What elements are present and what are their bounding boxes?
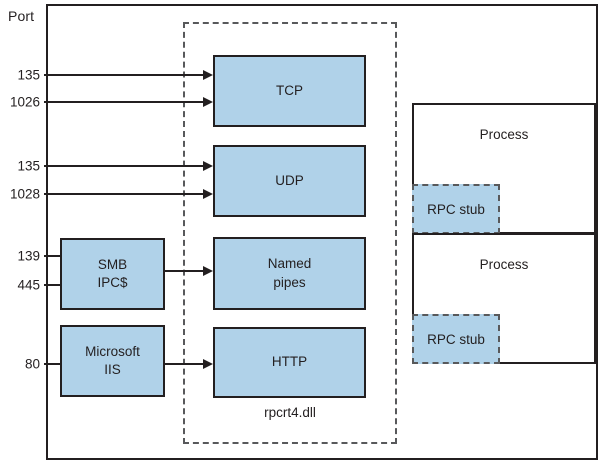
- port-label-80-iis: 80: [24, 356, 40, 372]
- port-label-135-tcp: 135: [17, 67, 40, 83]
- connector-line-smb-namedpipes: [164, 270, 209, 272]
- arrow-head-iis-http: [203, 359, 213, 369]
- rpc-stub-1[interactable]: RPC stub: [412, 184, 500, 234]
- udp-box[interactable]: UDP: [213, 145, 366, 217]
- arrow-head-1028-udp: [203, 189, 213, 199]
- connector-line-iis-http: [164, 363, 209, 365]
- connector-line-1026-tcp: [44, 101, 209, 103]
- arrow-head-smb-namedpipes: [203, 266, 213, 276]
- connector-line-135-tcp: [44, 74, 209, 76]
- udp-box-label: UDP: [275, 172, 304, 188]
- arrow-head-135-udp: [203, 161, 213, 171]
- port-column-title: Port: [8, 8, 35, 24]
- connector-line-135-udp: [44, 165, 209, 167]
- process-box-1[interactable]: Process RPC stub: [412, 103, 596, 234]
- named-pipes-box[interactable]: Named pipes: [213, 237, 366, 310]
- arrow-head-135-tcp: [203, 70, 213, 80]
- port-label-135-udp: 135: [17, 158, 40, 174]
- process-box-2[interactable]: Process RPC stub: [412, 233, 596, 364]
- smb-ipc-box[interactable]: SMB IPC$: [60, 238, 165, 310]
- rpcrt4-dll-caption: rpcrt4.dll: [264, 405, 316, 420]
- tcp-box[interactable]: TCP: [213, 55, 366, 127]
- iis-box[interactable]: Microsoft IIS: [60, 325, 165, 397]
- rpc-stub-1-label: RPC stub: [427, 201, 485, 217]
- connector-line-139-smb: [44, 255, 64, 257]
- connector-line-1028-udp: [44, 193, 209, 195]
- port-label-139-smb: 139: [17, 248, 40, 264]
- rpc-stub-2-label: RPC stub: [427, 331, 485, 347]
- http-box-label: HTTP: [271, 354, 308, 370]
- process-1-label: Process: [479, 127, 529, 142]
- tcp-box-label: TCP: [276, 82, 303, 98]
- connector-line-445-smb: [44, 284, 64, 286]
- http-box[interactable]: HTTP: [213, 327, 366, 398]
- rpcrt4-dll-group: rpcrt4.dll: [183, 22, 397, 444]
- smb-ipc-box-label: SMB IPC$: [97, 256, 128, 290]
- process-2-label: Process: [479, 257, 529, 272]
- port-label-1028-udp: 1028: [9, 186, 40, 202]
- named-pipes-box-label: Named pipes: [267, 256, 312, 290]
- arrow-head-1026-tcp: [203, 97, 213, 107]
- connector-line-80-iis: [44, 363, 64, 365]
- port-label-445-smb: 445: [17, 277, 40, 293]
- port-label-1026-tcp: 1026: [9, 94, 40, 110]
- rpc-stub-2[interactable]: RPC stub: [412, 314, 500, 364]
- iis-box-label: Microsoft IIS: [85, 343, 140, 377]
